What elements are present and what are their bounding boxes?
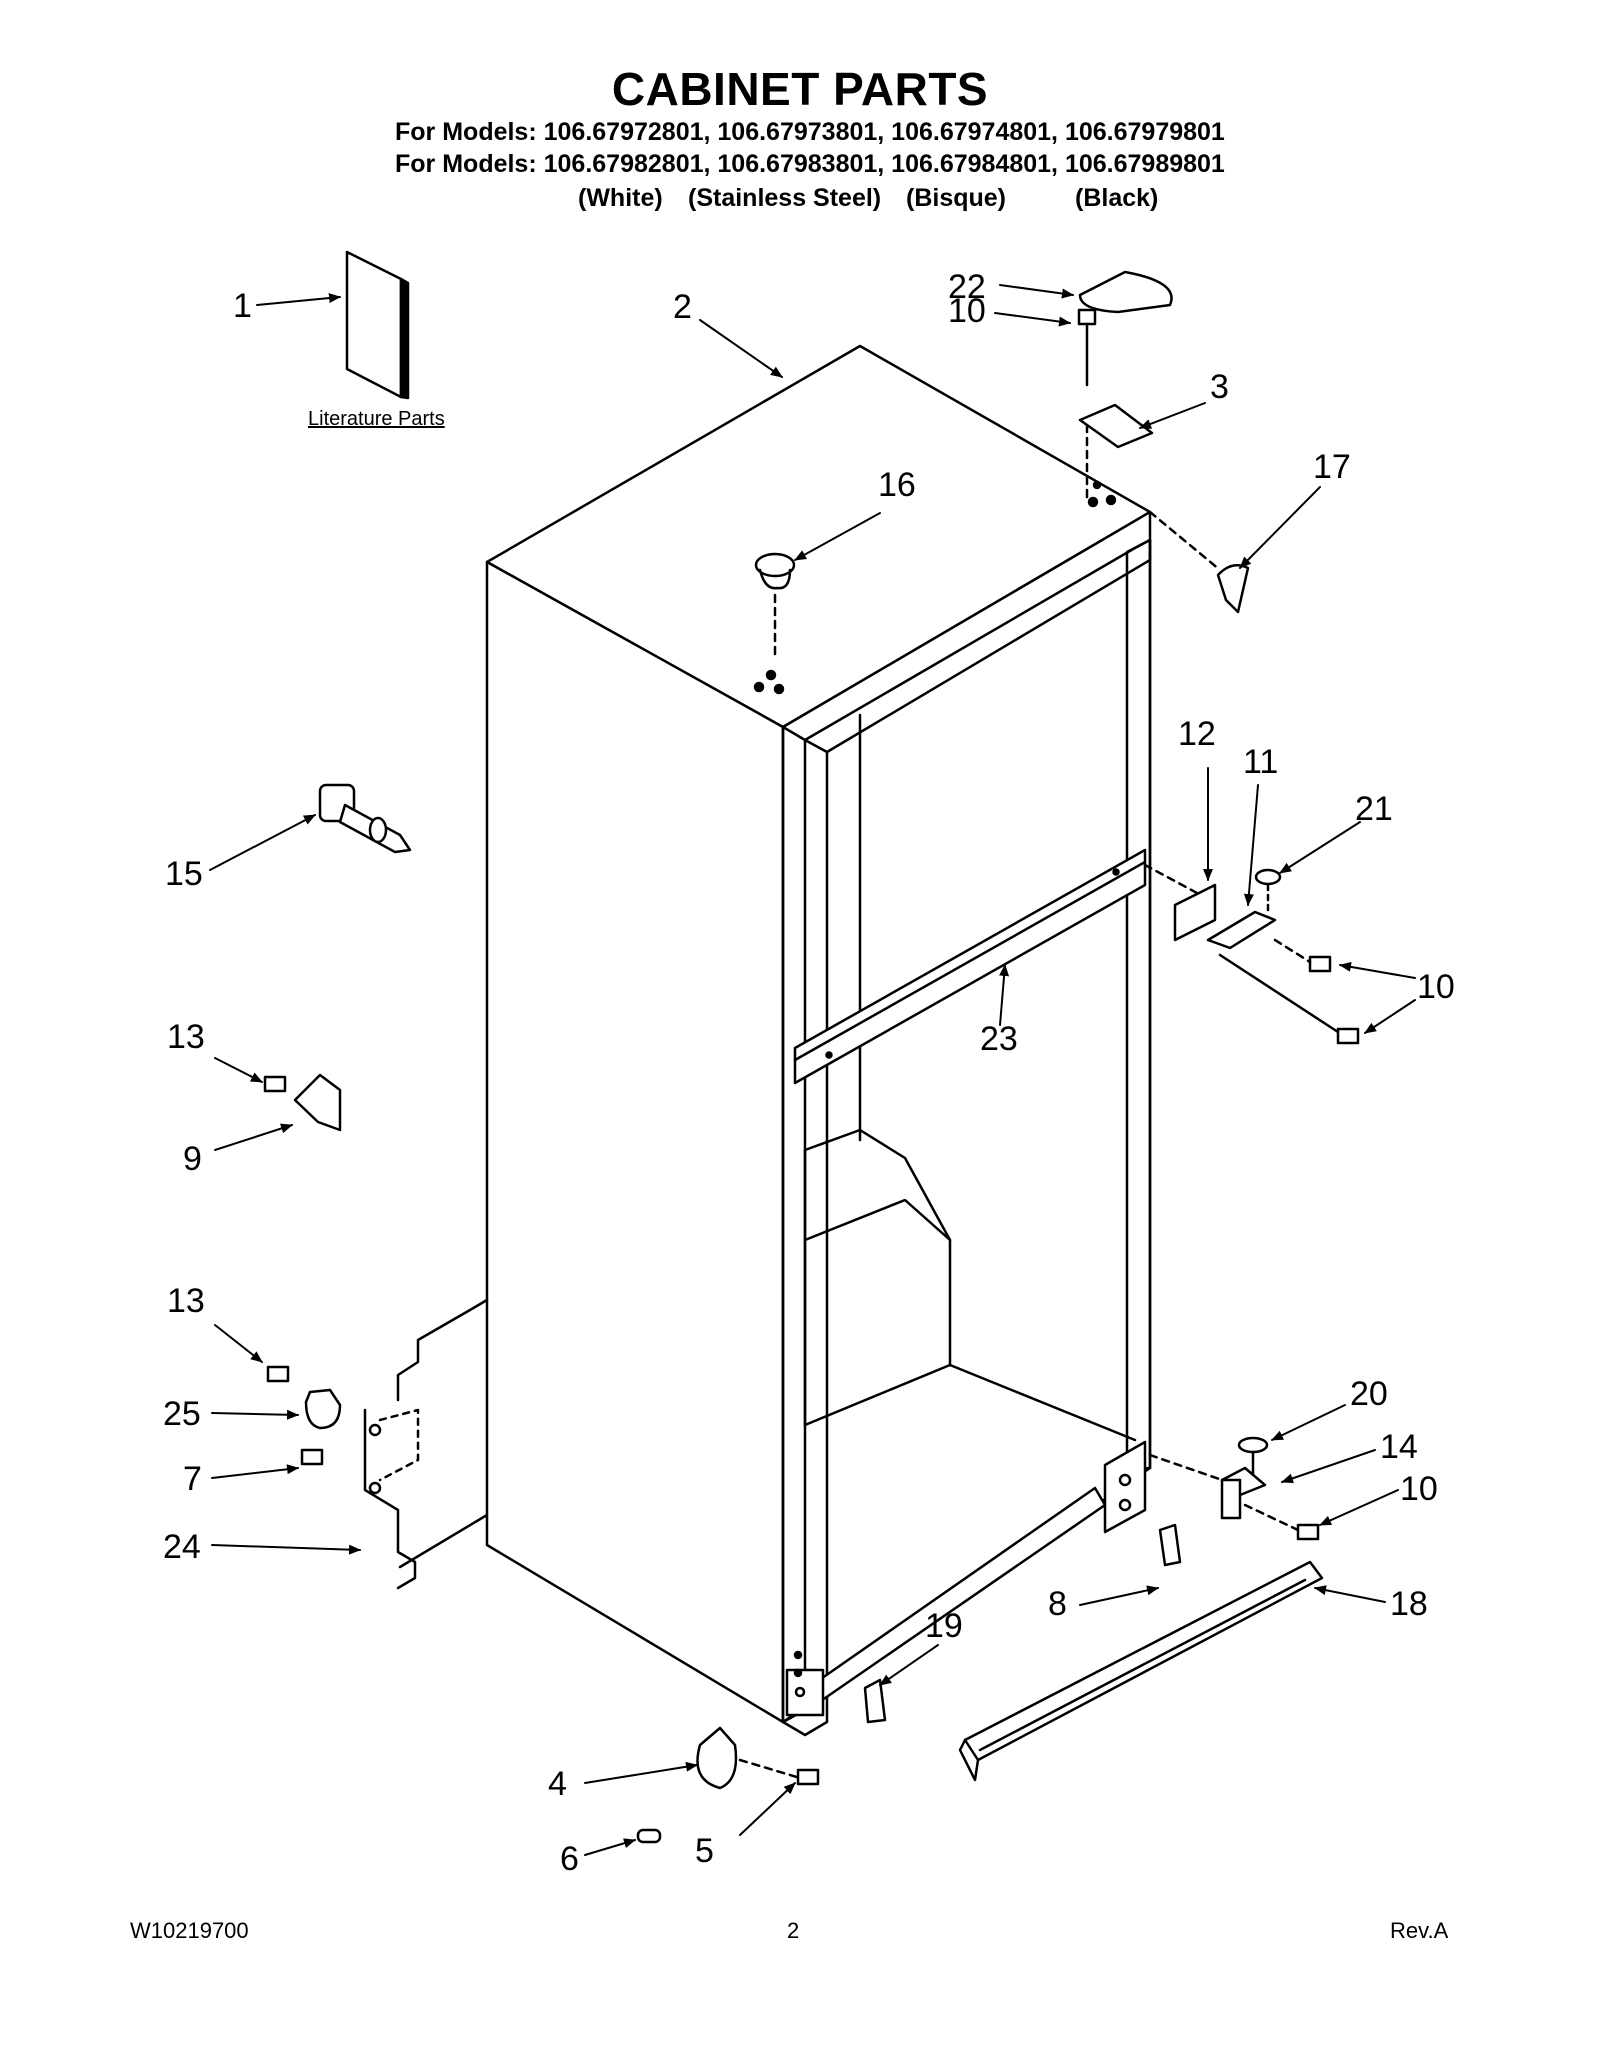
part-4-6-5-leveler <box>636 1726 820 1844</box>
callout-17: 17 <box>1313 448 1351 486</box>
callout-numbers: 1 2 22 10 3 17 16 12 11 21 15 10 23 13 9… <box>163 268 1455 1878</box>
part-25-clip <box>266 1365 342 1430</box>
part-16-plug <box>754 552 796 662</box>
footer-revision: Rev.A <box>1390 1918 1449 1943</box>
footer-page-number: 2 <box>787 1918 800 1943</box>
literature-parts-label: Literature Parts <box>308 408 445 430</box>
callout-14: 14 <box>1380 1428 1418 1466</box>
callout-21: 21 <box>1355 790 1393 828</box>
callout-15: 15 <box>165 855 203 893</box>
callout-8: 8 <box>1048 1585 1067 1623</box>
page-title: CABINET PARTS <box>611 63 989 115</box>
part-18-grille <box>958 1560 1324 1782</box>
finish-bisque: (Bisque) <box>906 184 1006 212</box>
callout-25: 25 <box>163 1395 201 1433</box>
callout-24: 24 <box>163 1528 201 1566</box>
part-10-screws-right <box>1218 938 1360 1045</box>
part-3-hinge-bracket <box>1078 403 1154 502</box>
footer-doc-number: W10219700 <box>130 1918 249 1943</box>
part-9-13-bracket <box>263 1073 342 1132</box>
callout-3: 3 <box>1210 368 1229 406</box>
part-17-clip <box>1148 510 1250 614</box>
callout-10-lower: 10 <box>1400 1470 1438 1508</box>
callout-11: 11 <box>1243 743 1278 781</box>
finish-black: (Black) <box>1075 184 1159 212</box>
callout-12: 12 <box>1178 715 1216 753</box>
callout-5: 5 <box>695 1832 714 1870</box>
callout-10-right: 10 <box>1417 968 1455 1006</box>
part-15-leveling-leg <box>318 783 412 854</box>
callout-7: 7 <box>183 1460 202 1498</box>
finish-white: (White) <box>578 184 663 212</box>
leader-lines <box>209 284 1416 1856</box>
callout-16: 16 <box>878 466 916 504</box>
callout-18: 18 <box>1390 1585 1428 1623</box>
cabinet-shell <box>396 344 1152 1737</box>
models-line-2: For Models: 106.67982801, 106.67983801, … <box>395 150 1225 178</box>
callout-23: 23 <box>980 1020 1018 1058</box>
callout-20: 20 <box>1350 1375 1388 1413</box>
literature-booklet <box>345 250 410 400</box>
callout-9: 9 <box>183 1140 202 1178</box>
callout-1: 1 <box>233 287 252 325</box>
callout-2: 2 <box>673 288 692 326</box>
callout-22: 22 <box>948 268 986 306</box>
callout-19: 19 <box>925 1607 963 1645</box>
part-10-top-screw <box>1077 308 1097 387</box>
part-12-11-21-hinge-assembly <box>1143 863 1282 950</box>
part-8-clip <box>1158 1523 1182 1567</box>
part-24-bracket <box>300 1408 420 1590</box>
part-19-clip <box>863 1678 887 1724</box>
callout-4: 4 <box>548 1765 567 1803</box>
callout-6: 6 <box>560 1840 579 1878</box>
callout-13-lower: 13 <box>167 1282 205 1320</box>
callout-10-top: 10 <box>948 292 986 330</box>
part-22-cap <box>1078 270 1173 314</box>
callout-13-upper: 13 <box>167 1018 205 1056</box>
part-20-14-10-lower-hinge <box>1148 1436 1320 1541</box>
finish-stainless-steel: (Stainless Steel) <box>688 184 882 212</box>
models-line-1: For Models: 106.67972801, 106.67973801, … <box>395 118 1225 146</box>
